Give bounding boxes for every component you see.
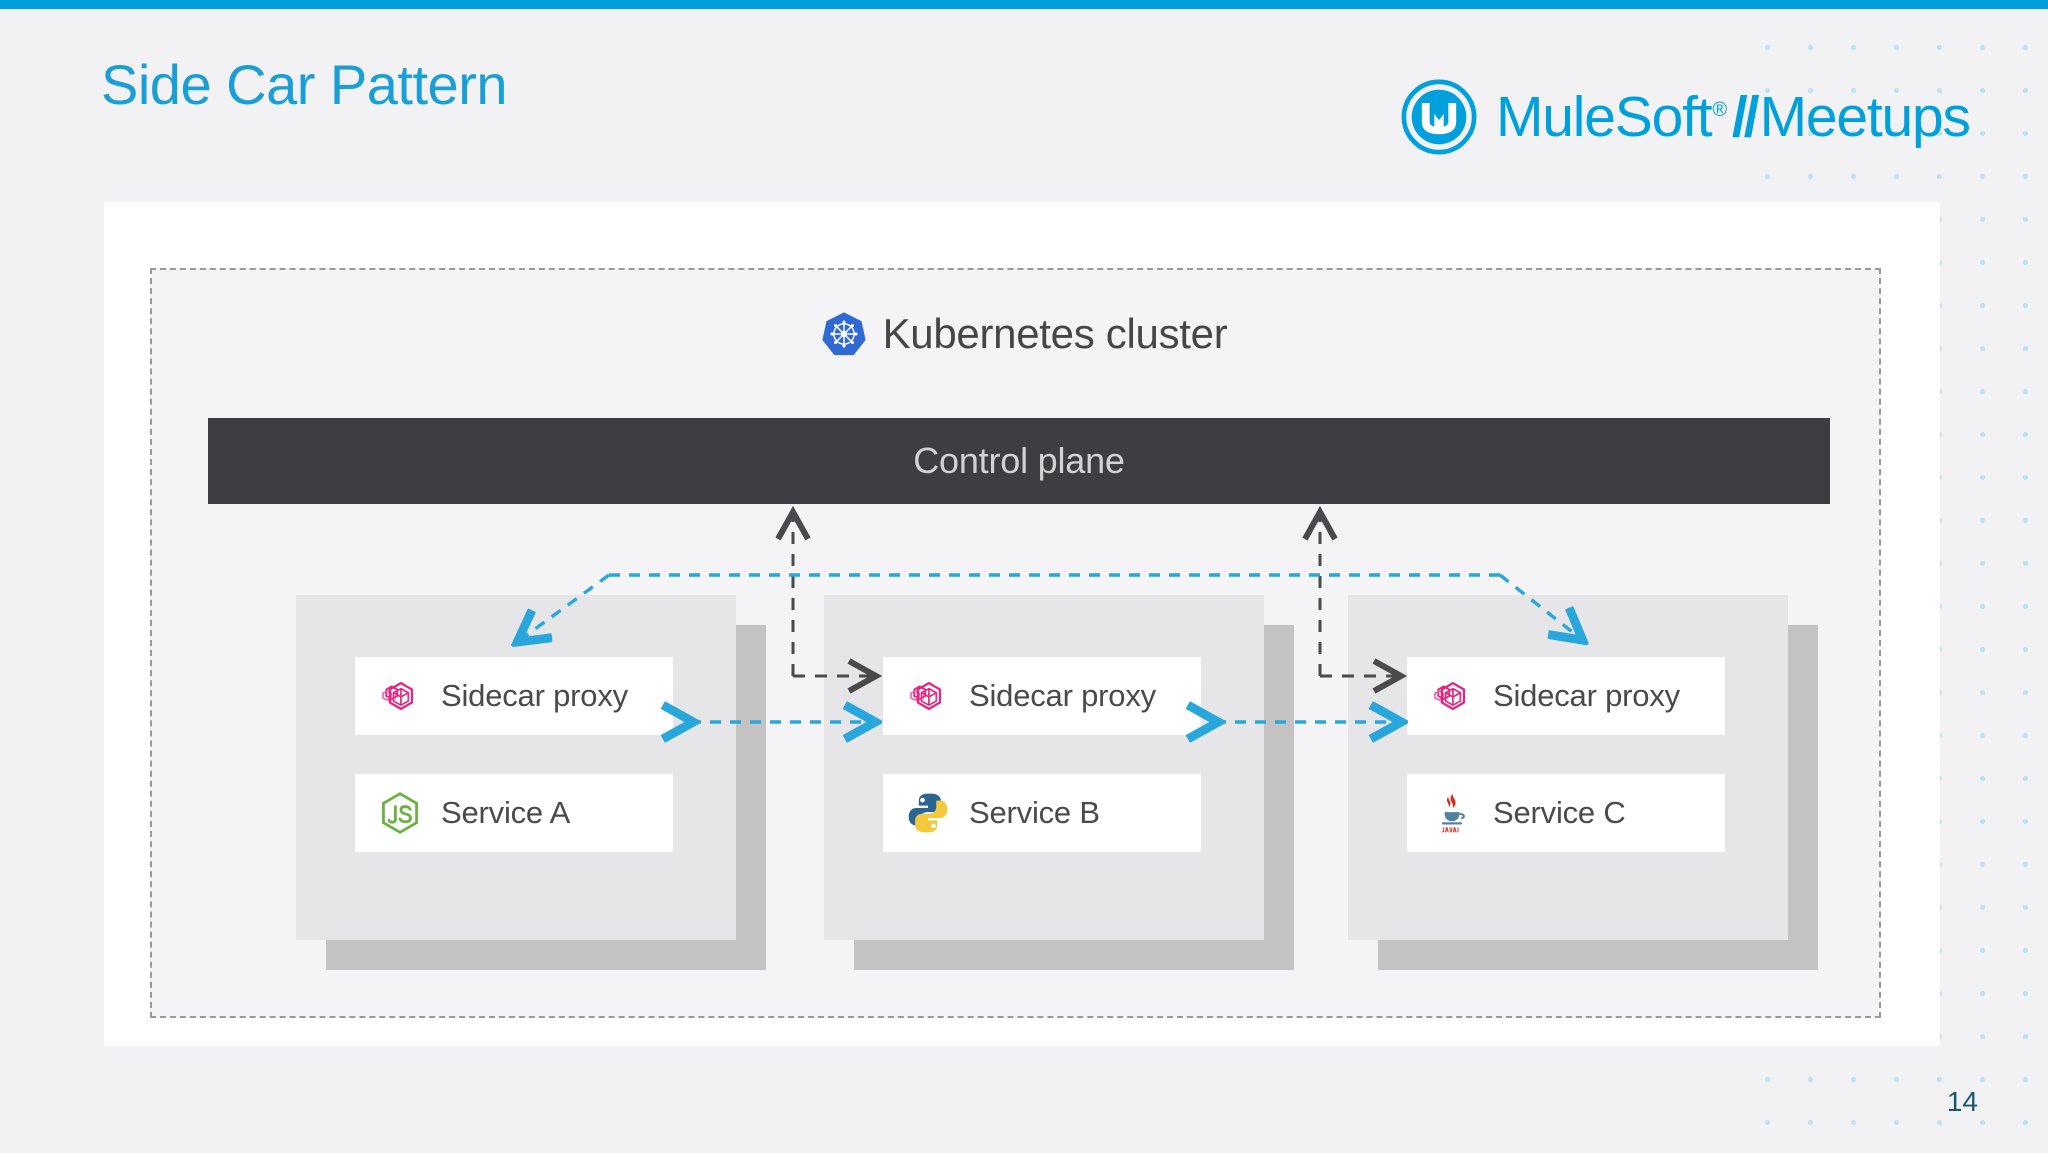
mulesoft-meetups-logo: MuleSoft®//Meetups [1400, 78, 1971, 156]
service-label: Service C [1493, 795, 1626, 830]
service-row[interactable]: Service B [883, 774, 1201, 852]
page-title: Side Car Pattern [101, 53, 507, 116]
python-icon [908, 793, 948, 833]
sidecar-proxy-row[interactable]: Sidecar proxy [355, 657, 673, 735]
control-plane-label: Control plane [913, 440, 1125, 481]
service-label: Service B [969, 795, 1100, 830]
sidecar-proxy-label: Sidecar proxy [1493, 678, 1680, 713]
envoy-sidecar-icon [382, 681, 414, 711]
brand-product: Meetups [1759, 84, 1971, 149]
envoy-sidecar-icon [1434, 681, 1466, 711]
brand-registered-mark: ® [1712, 98, 1727, 121]
kubernetes-icon [821, 312, 866, 356]
top-accent-bar [0, 0, 2048, 9]
nodejs-icon [382, 792, 418, 834]
pod-body: Sidecar proxy Service B [824, 595, 1264, 940]
envoy-sidecar-icon [910, 681, 942, 711]
service-label: Service A [441, 795, 571, 830]
brand-wordmark: MuleSoft®//Meetups [1496, 84, 1971, 149]
sidecar-proxy-row[interactable]: Sidecar proxy [1407, 657, 1725, 735]
sidecar-proxy-row[interactable]: Sidecar proxy [883, 657, 1201, 735]
pod-body: Sidecar proxy [1348, 595, 1788, 940]
pod-service-a[interactable]: Sidecar proxy Service A [296, 595, 766, 970]
mulesoft-mark-icon [1401, 79, 1477, 155]
service-row[interactable]: Service C [1407, 774, 1725, 852]
cluster-title: Kubernetes cluster [0, 310, 2048, 358]
cluster-title-label: Kubernetes cluster [882, 310, 1228, 357]
sidecar-proxy-label: Sidecar proxy [441, 678, 628, 713]
brand-separator: // [1731, 84, 1760, 149]
pod-service-b[interactable]: Sidecar proxy Service B [824, 595, 1294, 970]
sidecar-proxy-label: Sidecar proxy [969, 678, 1156, 713]
control-plane-bar: Control plane [208, 418, 1830, 504]
pod-body: Sidecar proxy Service A [296, 595, 736, 940]
pod-service-c[interactable]: Sidecar proxy [1348, 595, 1818, 970]
page-number: 14 [1946, 1086, 1978, 1117]
brand-name: MuleSoft [1496, 84, 1713, 149]
service-row[interactable]: Service A [355, 774, 673, 852]
java-icon [1441, 793, 1465, 833]
